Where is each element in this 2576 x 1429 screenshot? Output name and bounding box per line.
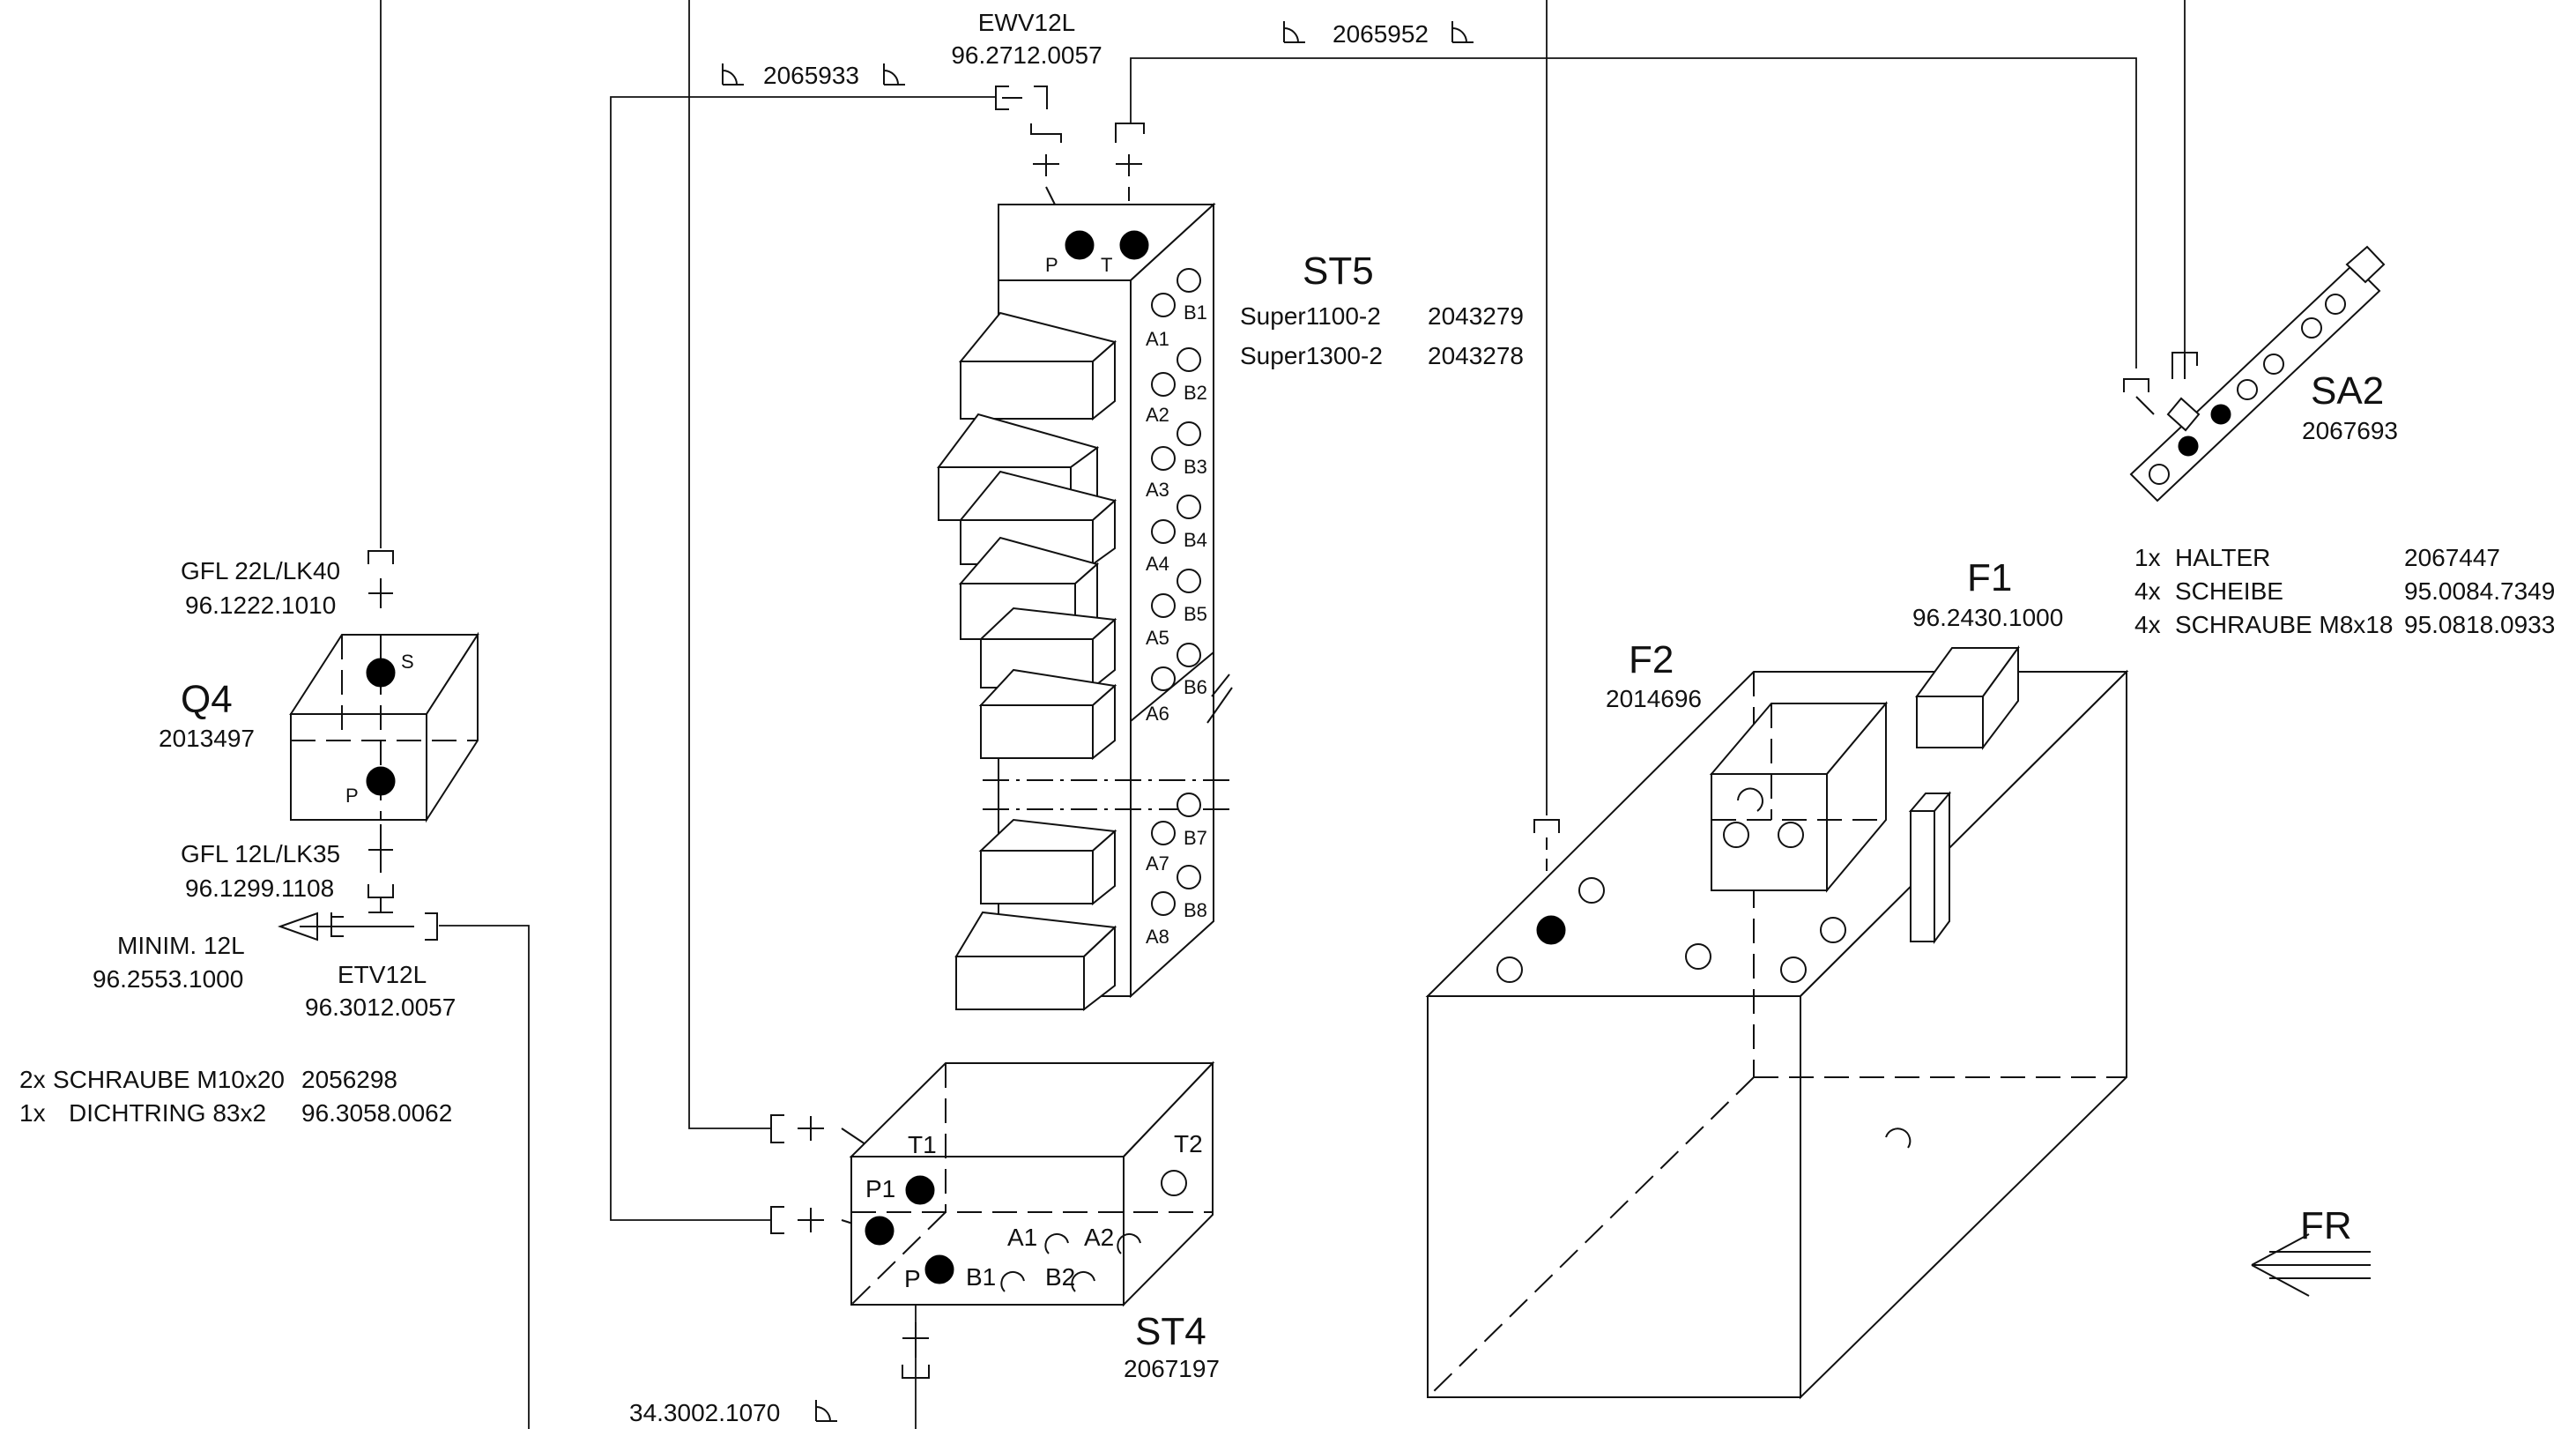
st4-port-b1: B1 (966, 1263, 996, 1291)
port-label: A1 (1146, 328, 1169, 350)
f1-number: 96.2430.1000 (1912, 604, 2063, 631)
gfl12-name: GFL 12L/LK35 (181, 840, 340, 867)
parts-right-desc-1: HALTER (2175, 544, 2270, 571)
parts-list-right: 1x HALTER 2067447 4x SCHEIBE 95.0084.734… (2134, 544, 2555, 638)
st4-port-p1: P1 (865, 1175, 895, 1202)
tank (1425, 644, 2129, 1400)
parts-left-qty-2: 1x (19, 1099, 46, 1127)
parts-left-number-2: 96.3058.0062 (301, 1099, 452, 1127)
f2-filter (1709, 701, 1889, 893)
minim-name: MINIM. 12L (117, 932, 245, 959)
st4-port-b2: B2 (1045, 1263, 1075, 1291)
st5-variant-2-label: Super1300-2 (1240, 342, 1383, 369)
st5-label-p: P (1045, 254, 1058, 276)
port-label: A6 (1146, 703, 1169, 725)
port-label: B7 (1184, 827, 1207, 849)
st4-number: 2067197 (1124, 1355, 1220, 1382)
port-label: A4 (1146, 553, 1169, 575)
parts-left-number-1: 2056298 (301, 1066, 397, 1093)
direction-arrow: FR (2251, 1204, 2371, 1297)
port-label: B3 (1184, 456, 1207, 478)
parts-left-qty-1: 2x (19, 1066, 46, 1093)
st5-port-p (1065, 230, 1095, 260)
gfl22-name: GFL 22L/LK40 (181, 557, 340, 584)
level-gauge (1908, 791, 1952, 945)
port-label: B2 (1184, 382, 1207, 404)
parts-right-desc-3: SCHRAUBE M8x18 (2175, 611, 2393, 638)
f2-number: 2014696 (1606, 685, 1702, 712)
parts-right-qty-1: 1x (2134, 544, 2161, 571)
parts-right-number-3: 95.0818.0933 (2404, 611, 2555, 638)
etv-name: ETV12L (338, 961, 427, 988)
port-label: B1 (1184, 301, 1207, 324)
direction-label: FR (2300, 1204, 2352, 1247)
st4-port-p: P (904, 1265, 921, 1292)
connectors (278, 86, 2198, 1379)
port-label: B5 (1184, 603, 1207, 625)
st4-port-t2: T2 (1174, 1130, 1203, 1157)
port-label: B4 (1184, 529, 1207, 551)
parts-right-qty-2: 4x (2134, 577, 2161, 605)
sa2-number: 2067693 (2302, 417, 2398, 444)
component-labels: EWV12L 96.2712.0057 2065933 2065952 34.3… (93, 9, 2398, 1426)
st4-port-t1: T1 (908, 1131, 937, 1158)
st5-valve-block: P T (937, 202, 1234, 1012)
port-label: A7 (1146, 852, 1169, 875)
st5-variant-2-number: 2043278 (1428, 342, 1524, 369)
st5-label-t: T (1101, 254, 1112, 276)
sa2-switch (2129, 245, 2386, 502)
f2-name: F2 (1629, 638, 1674, 681)
parts-left-desc-2: DICHTRING 83x2 (69, 1099, 266, 1127)
hose-ref-symbols (722, 21, 1474, 1422)
q4-port-s-label: S (401, 651, 414, 673)
ewv-name: EWV12L (978, 9, 1076, 36)
parts-right-desc-2: SCHEIBE (2175, 577, 2283, 605)
ewv-number: 96.2712.0057 (951, 41, 1102, 69)
gfl12-number: 96.1299.1108 (185, 875, 334, 902)
parts-right-number-1: 2067447 (2404, 544, 2500, 571)
port-label: A5 (1146, 627, 1169, 649)
st4-port-a1: A1 (1007, 1224, 1037, 1251)
st5-sections (937, 311, 1117, 1012)
port-label: B6 (1184, 676, 1207, 698)
hose-ref-3: 34.3002.1070 (629, 1399, 780, 1426)
f1-name: F1 (1967, 556, 2012, 599)
parts-left-desc-1: SCHRAUBE M10x20 (53, 1066, 285, 1093)
st5-port-labels: B1 A1 B2 A2 B3 A3 B4 A4 B5 A5 B6 A6 B7 A… (1146, 301, 1207, 948)
parts-list-left: 2x SCHRAUBE M10x20 2056298 1x DICHTRING … (19, 1066, 452, 1127)
q4-number: 2013497 (159, 725, 255, 752)
st4-name: ST4 (1135, 1310, 1206, 1353)
etv-number: 96.3012.0057 (305, 994, 456, 1021)
sa2-name: SA2 (2311, 369, 2384, 413)
minim-number: 96.2553.1000 (93, 965, 243, 993)
hose-lines (380, 0, 2186, 1429)
port-label: A2 (1146, 404, 1169, 426)
st4-block: T1 T2 P1 P A1 A2 B1 B2 (849, 1061, 1215, 1307)
port-label: A3 (1146, 479, 1169, 501)
parts-right-qty-3: 4x (2134, 611, 2161, 638)
st5-variant-1-number: 2043279 (1428, 302, 1524, 330)
hose-ref-1: 2065933 (763, 62, 859, 89)
st5-port-t (1119, 230, 1149, 260)
q4-port-p-label: P (345, 785, 359, 807)
st5-name: ST5 (1303, 249, 1374, 293)
st5-side-ports (1151, 268, 1201, 916)
st5-variant-1-label: Super1100-2 (1240, 302, 1381, 330)
f1-filter (1915, 644, 2020, 750)
q4-block: S P (289, 631, 479, 823)
st4-port-a2: A2 (1084, 1224, 1114, 1251)
gfl22-number: 96.1222.1010 (185, 592, 336, 619)
port-label: A8 (1146, 926, 1169, 948)
parts-right-number-2: 95.0084.7349 (2404, 577, 2555, 605)
q4-name: Q4 (181, 678, 233, 721)
port-label: B8 (1184, 899, 1207, 921)
hose-ref-2: 2065952 (1333, 20, 1429, 48)
